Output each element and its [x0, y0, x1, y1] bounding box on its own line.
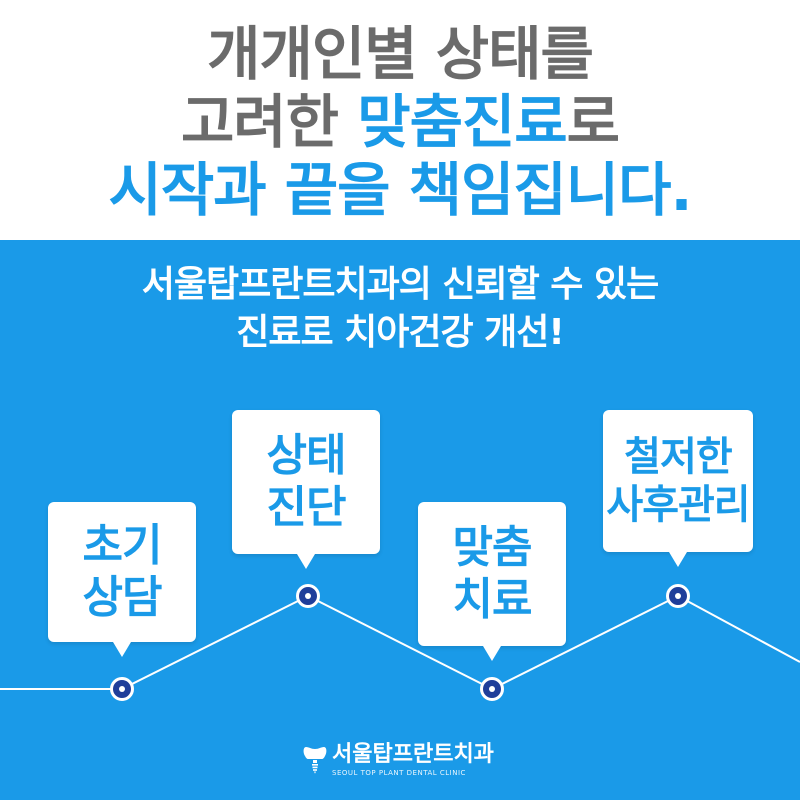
headline-line-1: 개개인별 상태를: [207, 20, 594, 88]
step-bubble-treatment: 맞춤 치료: [418, 502, 566, 661]
step-3-dot: [480, 677, 504, 701]
clinic-name: 서울탑프란트치과: [332, 742, 494, 767]
step-bubble-consultation: 초기 상담: [48, 502, 196, 657]
headline-line-2-start: 고려한: [180, 88, 358, 156]
step-1-label-line-1: 초기: [82, 520, 163, 571]
step-4-dot: [666, 584, 690, 608]
step-1-dot: [110, 677, 134, 701]
step-4-label-line-1: 철저한: [624, 434, 732, 480]
step-2-label-line-1: 상태: [266, 430, 347, 481]
headline-line-2-end: 로: [566, 88, 620, 156]
step-4-label-line-2: 사후관리: [606, 482, 750, 528]
step-1-label-line-2: 상담: [82, 572, 163, 623]
headline-section: 개개인별 상태를 고려한 맞춤진료로 시작과 끝을 책임집니다.: [0, 0, 800, 240]
clinic-subtitle: SEOUL TOP PLANT DENTAL CLINIC: [332, 769, 466, 777]
step-2-label-line-2: 진단: [266, 482, 347, 533]
step-bubble-aftercare: 철저한 사후관리: [603, 410, 753, 567]
headline-line-3: 시작과 끝을 책임집니다.: [108, 156, 692, 224]
tooth-implant-icon: [303, 747, 327, 774]
headline-line-2: 고려한 맞춤진료로: [0, 90, 800, 154]
step-3-label-line-1: 맞춤: [452, 522, 533, 573]
subheadline-line-1: 서울탑프란트치과의 신뢰할 수 있는: [141, 264, 659, 305]
headline-accent: 맞춤진료: [357, 88, 567, 156]
step-2-dot: [296, 584, 320, 608]
step-3-label-line-2: 치료: [452, 574, 533, 625]
step-bubble-diagnosis: 상태 진단: [232, 410, 380, 569]
subheadline-line-2: 진료로 치아건강 개선!: [236, 312, 565, 353]
clinic-logo: 서울탑프란트치과 SEOUL TOP PLANT DENTAL CLINIC: [0, 742, 800, 782]
